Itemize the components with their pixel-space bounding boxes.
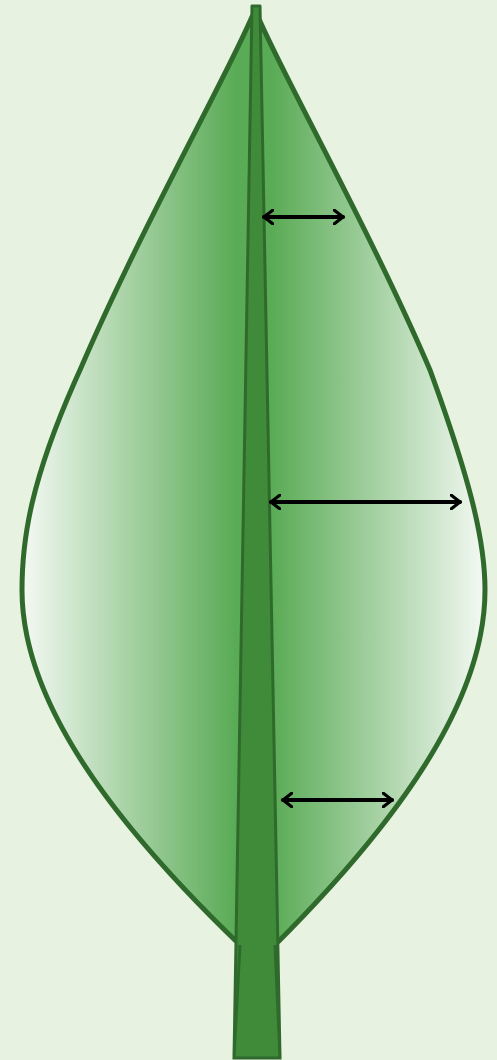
leaf-diagram-canvas: [0, 0, 497, 1060]
leaf-diagram: [0, 0, 497, 1060]
